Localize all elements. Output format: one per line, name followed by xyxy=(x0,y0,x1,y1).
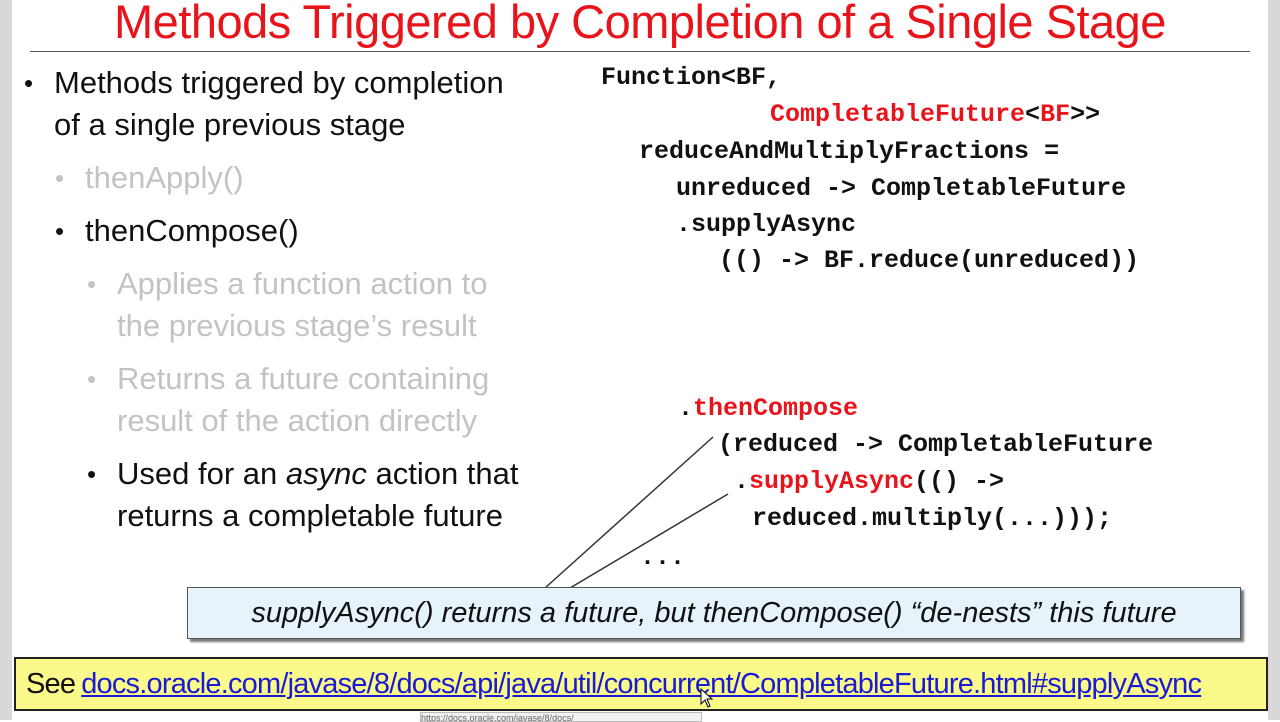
mouse-cursor-icon xyxy=(700,688,714,708)
callout-box: supplyAsync() returns a future, but then… xyxy=(187,587,1241,639)
bullet-main: • Methods triggered by completion xyxy=(24,62,504,104)
code-lt: < xyxy=(1025,100,1041,129)
code-dot: . xyxy=(734,467,750,496)
bullet-returns-line2: result of the action directly xyxy=(117,403,478,438)
bullet-glyph: • xyxy=(55,163,65,193)
code-dot: . xyxy=(678,394,694,423)
code-line-7: .thenCompose xyxy=(678,394,858,424)
title-divider xyxy=(30,51,1250,52)
bullet-thencompose-text: thenCompose() xyxy=(85,213,299,248)
footer-see-label: See xyxy=(26,667,76,700)
bullet-returns-line1: Returns a future containing xyxy=(117,361,490,396)
code-line-10: reduced.multiply(...))); xyxy=(752,504,1113,533)
bullet-used-for-line2: returns a completable future xyxy=(117,498,503,533)
bullet-used-for-cont: returns a completable future xyxy=(117,495,503,537)
bullet-thencompose: • thenCompose() xyxy=(55,210,299,252)
code-red-type: CompletableFuture xyxy=(770,100,1026,129)
left-frame-border xyxy=(0,0,12,720)
code-line-3: reduceAndMultiplyFractions = xyxy=(639,137,1060,166)
bullet-applies-line1: Applies a function action to xyxy=(117,266,488,301)
bullet-glyph: • xyxy=(87,364,97,394)
code-line-6: (() -> BF.reduce(unreduced)) xyxy=(719,246,1140,275)
bullet-main-line2: of a single previous stage xyxy=(54,107,406,142)
code-supplyasync: supplyAsync xyxy=(749,467,915,496)
bullet-thenapply: • thenApply() xyxy=(55,157,244,199)
status-url-text: https://docs.oracle.com/javase/8/docs/ xyxy=(421,713,574,722)
status-url-bar: https://docs.oracle.com/javase/8/docs/ xyxy=(420,712,702,722)
code-line-8: (reduced -> CompletableFuture xyxy=(718,430,1154,459)
bullet-thenapply-text: thenApply() xyxy=(85,160,244,195)
code-lambda: (() -> xyxy=(914,467,1005,496)
code-red-bf: BF xyxy=(1040,100,1071,129)
callout-text: supplyAsync() returns a future, but then… xyxy=(251,596,1177,629)
slide-title: Methods Triggered by Completion of a Sin… xyxy=(114,0,1166,48)
pointer-line-thencompose xyxy=(544,436,714,589)
code-ellipsis: ... xyxy=(640,543,686,572)
bullet-glyph: • xyxy=(55,216,65,246)
bullet-used-for: • Used for an async action that xyxy=(87,453,519,495)
bullet-glyph: • xyxy=(87,459,97,489)
right-frame-border xyxy=(1268,0,1280,720)
bullet-main-line1: Methods triggered by completion xyxy=(54,65,504,100)
bullet-applies: • Applies a function action to xyxy=(87,263,488,305)
code-line-1: Function<BF, xyxy=(601,63,782,92)
bullet-main-cont: of a single previous stage xyxy=(54,104,406,146)
code-line-9: .supplyAsync(() -> xyxy=(734,467,1004,497)
bullet-used-for-emphasis: async xyxy=(285,456,367,491)
bullet-used-for-post: action that xyxy=(366,456,519,491)
bullet-glyph: • xyxy=(87,269,97,299)
bullet-returns-cont: result of the action directly xyxy=(117,400,477,442)
docs-link[interactable]: docs.oracle.com/javase/8/docs/api/java/u… xyxy=(81,667,1202,700)
bullet-applies-line2: the previous stage’s result xyxy=(117,308,477,343)
pointer-line-supplyasync xyxy=(569,493,729,589)
code-line-5: .supplyAsync xyxy=(676,210,857,239)
bullet-applies-cont: the previous stage’s result xyxy=(117,305,477,347)
reference-footer: See docs.oracle.com/javase/8/docs/api/ja… xyxy=(14,657,1268,711)
bullet-returns: • Returns a future containing xyxy=(87,358,490,400)
code-line-4: unreduced -> CompletableFuture xyxy=(676,174,1127,203)
code-thencompose: thenCompose xyxy=(693,394,859,423)
code-line-2: CompletableFuture<BF>> xyxy=(770,100,1100,130)
bullet-glyph: • xyxy=(24,68,34,98)
bullet-used-for-pre: Used for an xyxy=(117,456,286,491)
code-gt: >> xyxy=(1070,100,1101,129)
